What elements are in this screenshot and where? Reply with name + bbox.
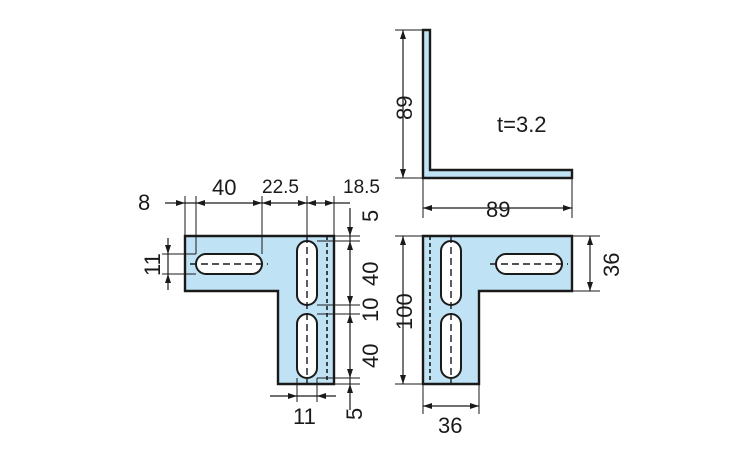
dim-8-label: 8 xyxy=(138,190,150,215)
right-plate-view: 100 36 36 xyxy=(392,234,624,438)
front-width-right-label: 36 xyxy=(599,253,624,277)
dim-40-upper-label: 40 xyxy=(358,262,383,286)
side-length-label: 89 xyxy=(486,197,510,222)
front-bottom-width-label: 36 xyxy=(438,413,462,438)
dim-22-5-label: 22.5 xyxy=(262,177,299,198)
dim-40-lower-label: 40 xyxy=(358,344,383,368)
left-plate-view: 8 40 22.5 18.5 5 40 10 40 5 11 xyxy=(138,175,383,429)
dim-18-5-label: 18.5 xyxy=(343,177,380,198)
dim-11-bottom-label: 11 xyxy=(293,404,316,429)
side-height-label: 89 xyxy=(392,96,417,120)
front-height-label: 100 xyxy=(392,293,417,330)
thickness-label: t=3.2 xyxy=(497,112,547,137)
dim-5-bottom-label: 5 xyxy=(342,408,367,420)
dim-5-top-label: 5 xyxy=(358,210,383,222)
dim-10-label: 10 xyxy=(358,298,383,322)
angle-profile xyxy=(421,28,574,180)
dim-40-label: 40 xyxy=(212,175,236,200)
side-angle-view: 89 89 t=3.2 xyxy=(392,28,574,222)
dim-11-left-label: 11 xyxy=(140,253,165,276)
